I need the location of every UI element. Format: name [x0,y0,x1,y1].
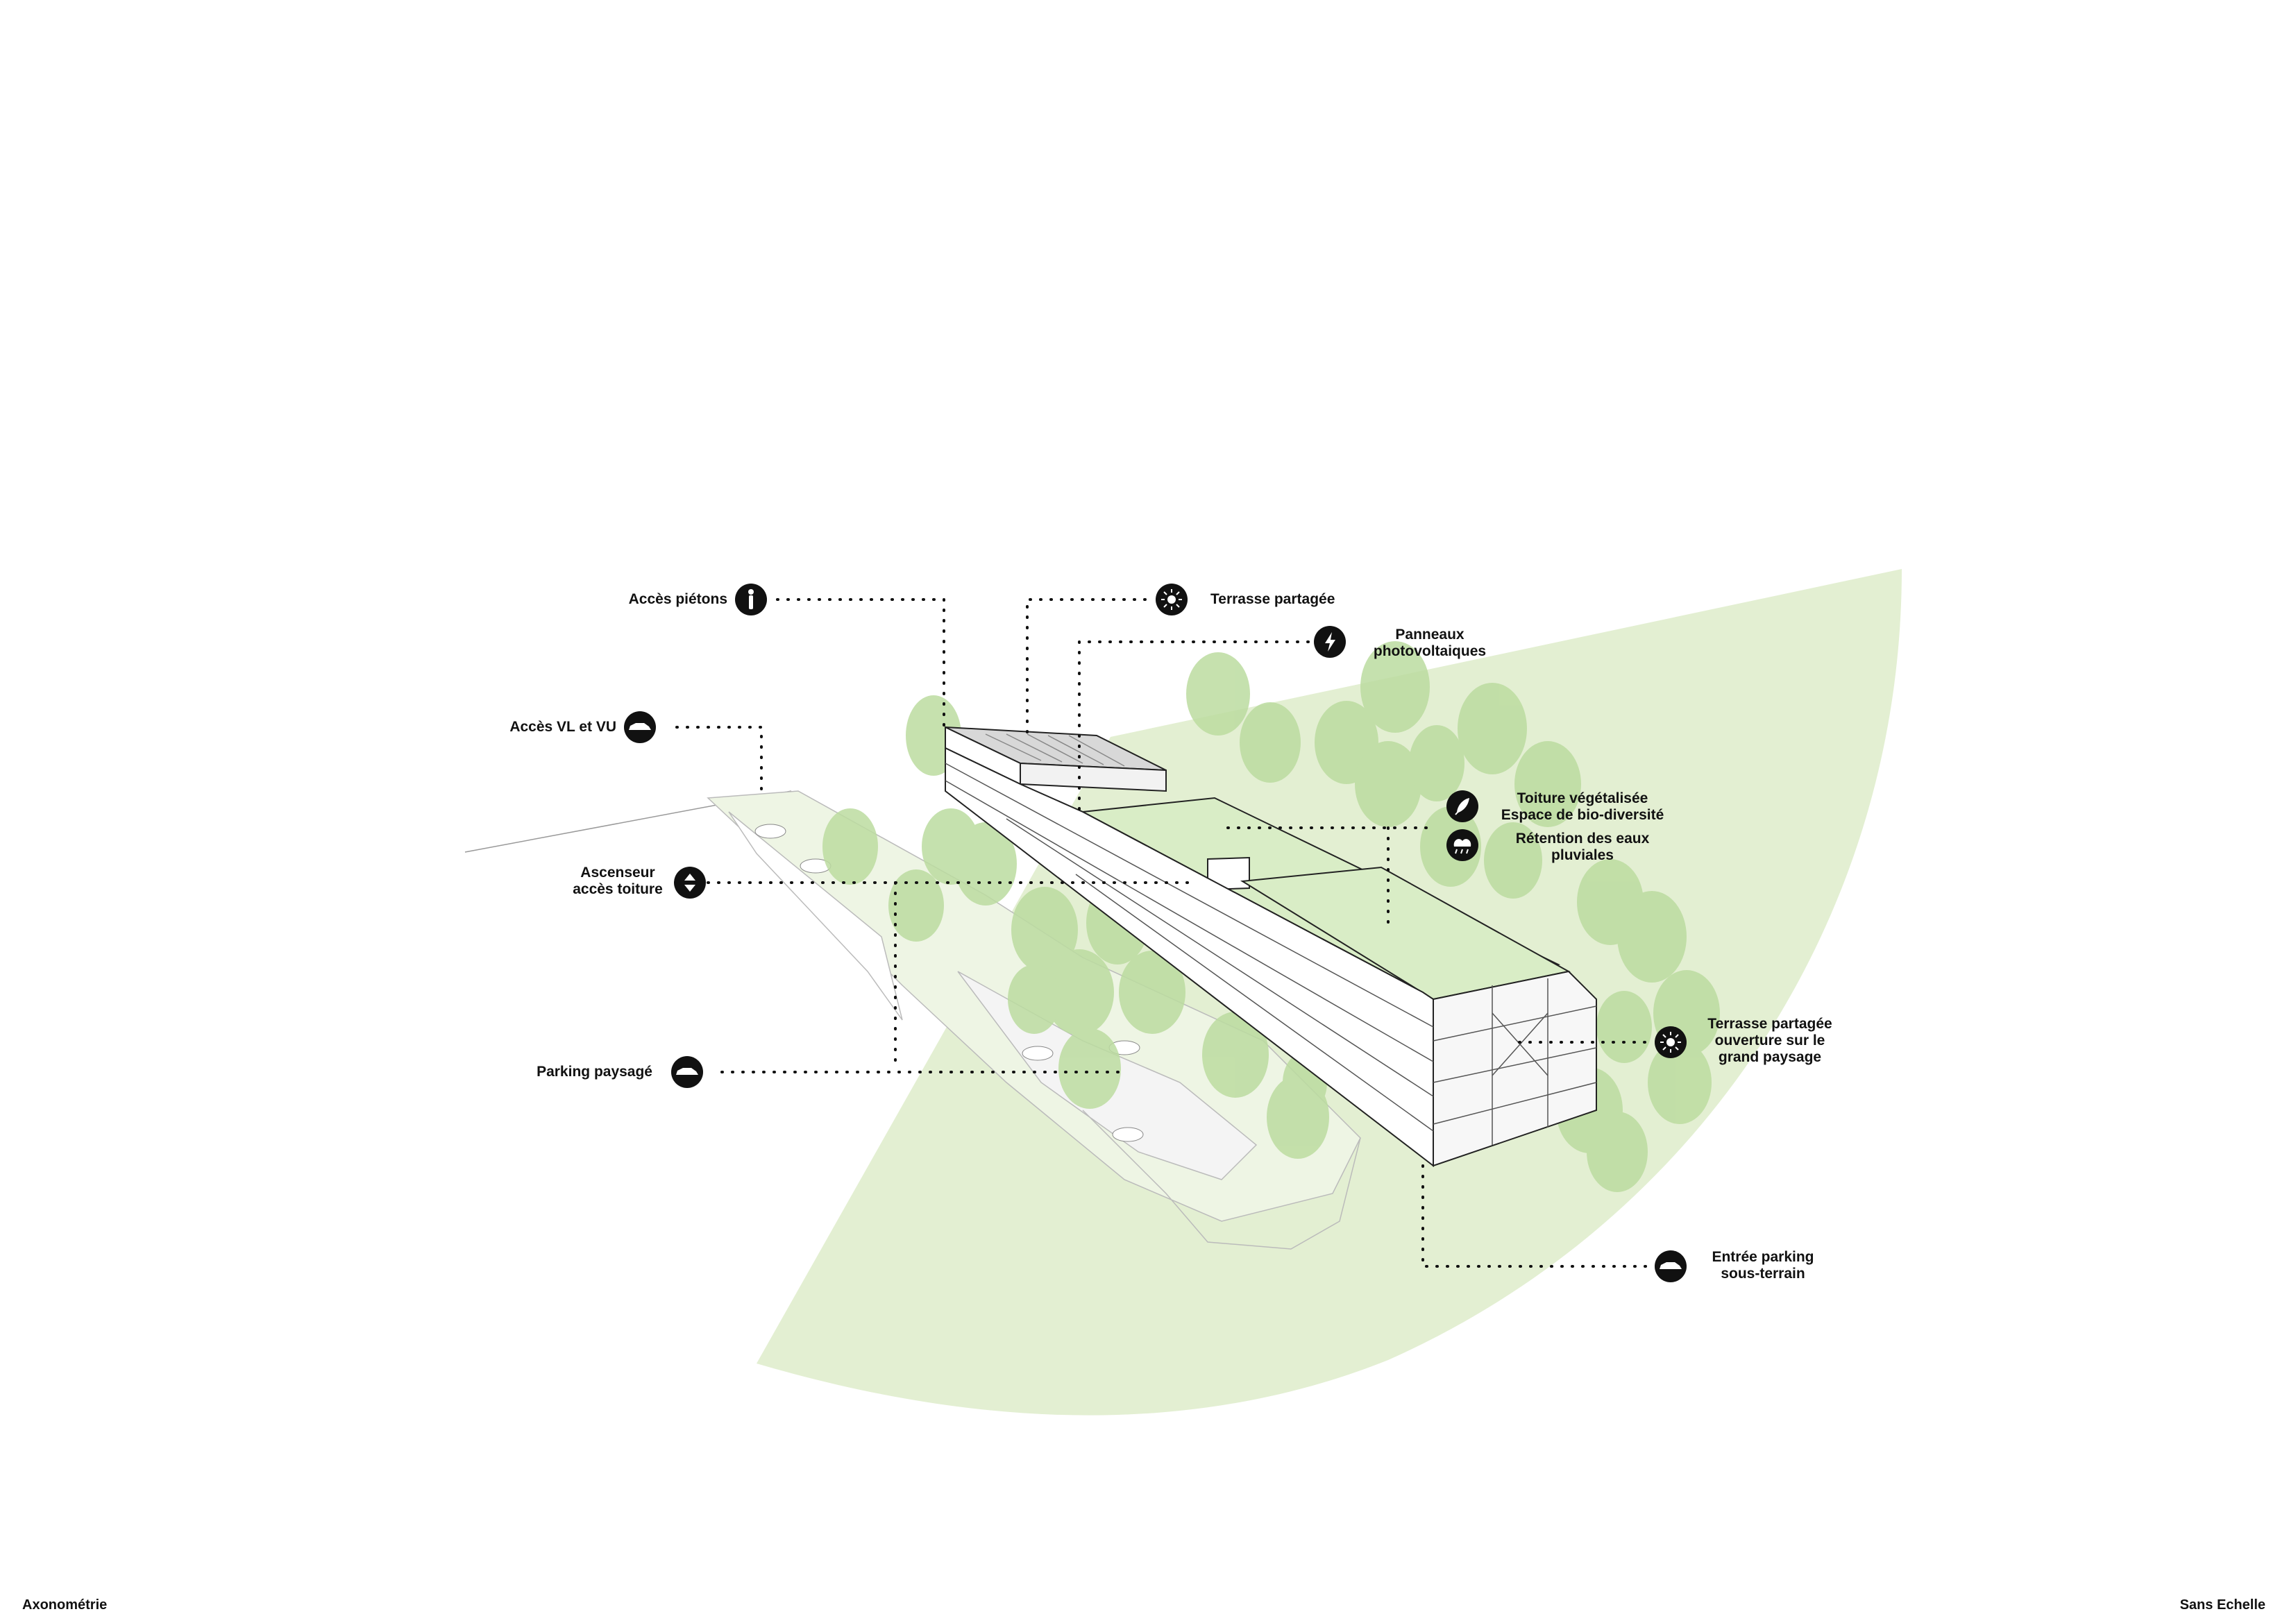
label-ascenseur-line2: accès toiture [573,881,663,897]
label-acces-pietons: Accès piétons [628,591,727,607]
plant-icon [1446,790,1478,822]
car-icon [1655,1250,1687,1282]
label-retention: Rétention des eaux pluviales [1492,831,1673,864]
building [945,726,1597,1168]
car-icon [624,711,656,743]
sun-icon [1156,584,1188,615]
elevator-icon [674,867,706,899]
label-panneaux: Panneaux photovoltaiques [1360,627,1499,660]
label-toiture: Toiture végétalisée Espace de bio-divers… [1478,790,1687,824]
leader-lines [675,598,1650,1268]
label-entree-parking: Entrée parking sous-terrain [1694,1249,1832,1282]
label-acces-vl: Accès VL et VU [509,719,616,735]
rain-cloud-icon [1446,829,1478,861]
label-terrasse-partagee: Terrasse partagée [1210,591,1335,607]
footer-scale: Sans Echelle [2179,1597,2265,1613]
label-terrasse-grand-line1: Terrasse partagée [1707,1016,1832,1032]
label-toiture-line2: Espace de bio-diversité [1501,807,1664,823]
footer-title: Axonométrie [22,1597,108,1613]
label-terrasse-grand-paysage: Terrasse partagée ouverture sur le grand… [1694,1016,1846,1066]
sun-icon [1655,1026,1687,1058]
label-panneaux-line1: Panneaux [1395,627,1464,643]
label-parking-paysage: Parking paysagé [537,1064,652,1080]
label-retention-line2: pluviales [1551,847,1614,863]
label-retention-line1: Rétention des eaux [1515,831,1650,847]
label-toiture-line1: Toiture végétalisée [1517,790,1648,806]
car-icon [671,1056,703,1088]
label-entree-line1: Entrée parking [1712,1249,1814,1265]
label-ascenseur: Ascenseur accès toiture [562,865,673,898]
label-ascenseur-line1: Ascenseur [580,865,655,881]
label-terrasse-grand-line3: grand paysage [1718,1049,1822,1065]
lightning-icon [1314,626,1346,658]
label-terrasse-grand-line2: ouverture sur le [1714,1033,1825,1048]
trees [822,641,1720,1192]
pedestrian-icon [735,584,767,615]
label-entree-line2: sous-terrain [1721,1266,1805,1282]
label-panneaux-line2: photovoltaiques [1373,643,1487,659]
